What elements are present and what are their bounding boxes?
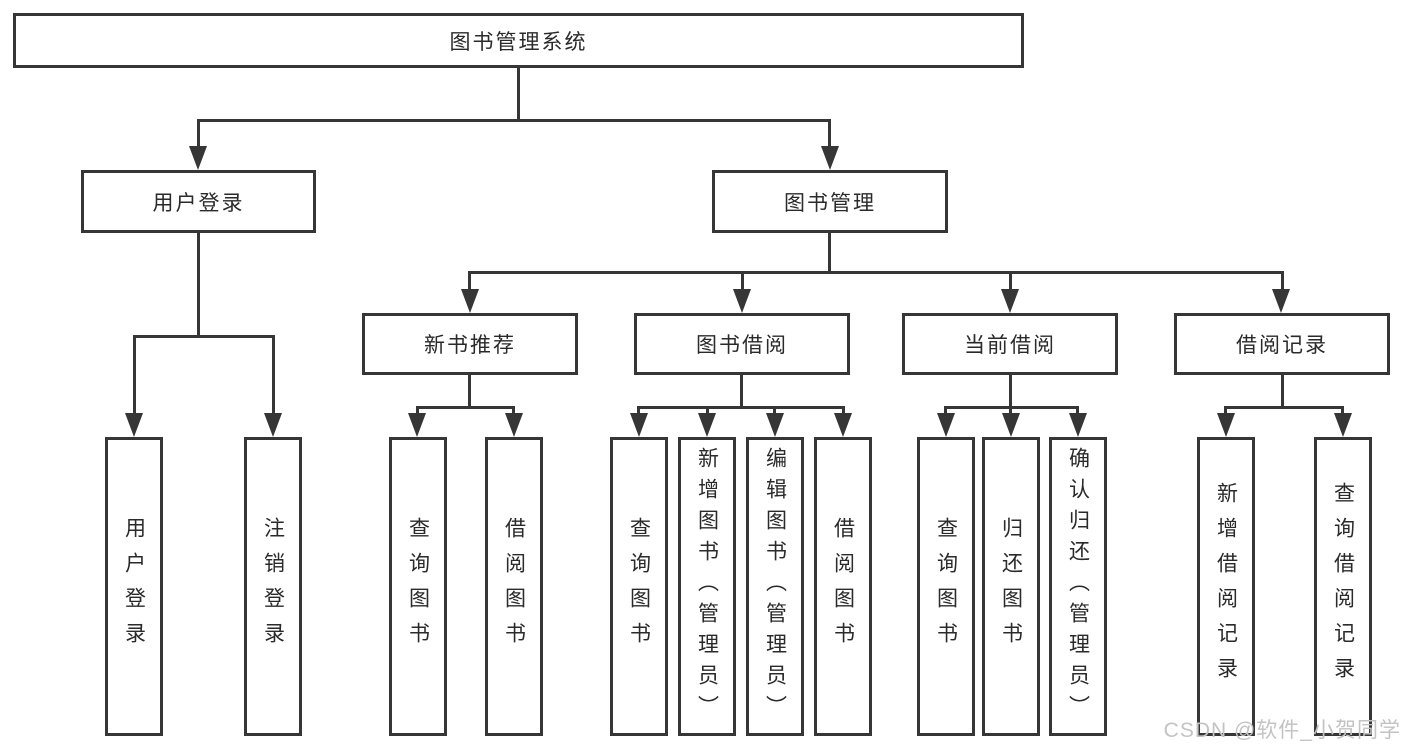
- connector-level2-horizontal: [468, 271, 1284, 274]
- leaf-add-book-admin-label: 新增图书（管理员）: [695, 447, 719, 726]
- leaf-edit-book-admin: 编辑图书（管理员）: [746, 437, 804, 736]
- node-borrow-records-label: 借阅记录: [1236, 334, 1328, 357]
- arrow-to-leaf-nb-query: [408, 413, 426, 437]
- leaf-query-borrow-record-label: 查询借阅记录: [1331, 481, 1355, 692]
- leaf-current-query-books-label: 查询图书: [934, 516, 958, 657]
- arrow-to-leaf-bw-borrow: [834, 413, 852, 437]
- connector-level1-horizontal: [197, 119, 831, 122]
- connector-book-borrow-horizontal: [637, 406, 844, 409]
- arrow-to-leaf-cu-return: [1002, 413, 1020, 437]
- leaf-logout: 注销登录: [244, 437, 302, 736]
- leaf-newbook-query-books: 查询图书: [389, 437, 447, 736]
- node-root: 图书管理系统: [13, 13, 1024, 68]
- connector-stub-logout: [272, 335, 275, 413]
- arrow-to-new-book: [461, 289, 479, 313]
- leaf-borrow-query-books-label: 查询图书: [627, 516, 651, 657]
- leaf-add-book-admin: 新增图书（管理员）: [678, 437, 736, 736]
- arrow-to-leaf-rc-query: [1334, 413, 1352, 437]
- leaf-borrow-books-label: 借阅图书: [831, 516, 855, 657]
- node-user-login-label: 用户登录: [152, 191, 245, 215]
- node-book-mgmt: 图书管理: [712, 170, 948, 233]
- leaf-confirm-return-admin: 确认归还（管理员）: [1049, 437, 1107, 736]
- leaf-add-borrow-record: 新增借阅记录: [1197, 437, 1255, 736]
- connector-stub-cu-query: [944, 406, 947, 413]
- connector-stub-nb-query: [416, 406, 419, 413]
- connector-stub-user-login: [197, 119, 200, 146]
- connector-stub-bw-add: [706, 406, 709, 413]
- node-new-book-recommend: 新书推荐: [362, 313, 578, 375]
- arrow-to-leaf-cu-confirm: [1069, 413, 1087, 437]
- node-book-borrow: 图书借阅: [634, 313, 850, 375]
- arrow-to-leaf-bw-edit: [766, 413, 784, 437]
- leaf-newbook-query-books-label: 查询图书: [406, 516, 430, 657]
- leaf-current-query-books: 查询图书: [917, 437, 975, 736]
- leaf-user-login-label: 用户登录: [122, 516, 146, 657]
- connector-user-login-vertical: [197, 233, 200, 335]
- arrow-to-leaf-login: [125, 413, 143, 437]
- leaf-edit-book-admin-label: 编辑图书（管理员）: [763, 447, 787, 726]
- node-book-mgmt-label: 图书管理: [784, 191, 876, 215]
- arrow-to-leaf-bw-add: [698, 413, 716, 437]
- arrow-to-leaf-rc-add: [1217, 413, 1235, 437]
- connector-stub-current-borrow: [1009, 271, 1012, 289]
- arrow-to-book-mgmt: [821, 146, 839, 170]
- connector-stub-cu-return: [1009, 406, 1012, 413]
- leaf-add-borrow-record-label: 新增借阅记录: [1214, 481, 1238, 692]
- leaf-return-books: 归还图书: [982, 437, 1040, 736]
- arrow-to-leaf-cu-query: [937, 413, 955, 437]
- leaf-user-login: 用户登录: [105, 437, 163, 736]
- connector-book-mgmt-vertical: [828, 233, 831, 271]
- node-user-login: 用户登录: [81, 170, 316, 233]
- arrow-to-current-borrow: [1001, 289, 1019, 313]
- connector-root-vertical: [517, 68, 520, 119]
- node-book-borrow-label: 图书借阅: [696, 334, 788, 357]
- connector-records-horizontal: [1224, 406, 1344, 409]
- leaf-logout-label: 注销登录: [261, 516, 285, 657]
- arrow-to-leaf-bw-query: [630, 413, 648, 437]
- connector-stub-bw-query: [637, 406, 640, 413]
- connector-stub-new-book: [468, 271, 471, 289]
- connector-stub-book-mgmt: [828, 119, 831, 146]
- connector-stub-bw-borrow: [842, 406, 845, 413]
- connector-new-book-vertical: [468, 375, 471, 406]
- connector-stub-login: [133, 335, 136, 413]
- connector-stub-cu-confirm: [1076, 406, 1079, 413]
- arrow-to-borrow-records: [1272, 289, 1290, 313]
- leaf-borrow-books: 借阅图书: [814, 437, 872, 736]
- connector-user-login-horizontal: [133, 335, 275, 338]
- leaf-borrow-query-books: 查询图书: [610, 437, 668, 736]
- arrow-to-book-borrow: [733, 289, 751, 313]
- connector-new-book-horizontal: [416, 406, 515, 409]
- connector-stub-bw-edit: [773, 406, 776, 413]
- leaf-query-borrow-record: 查询借阅记录: [1314, 437, 1372, 736]
- watermark: CSDN @软件_小贺同学: [1163, 719, 1401, 742]
- leaf-confirm-return-admin-label: 确认归还（管理员）: [1066, 447, 1090, 726]
- connector-book-borrow-vertical: [740, 375, 743, 406]
- arrow-to-user-login: [189, 146, 207, 170]
- node-current-borrow: 当前借阅: [902, 313, 1118, 375]
- arrow-to-leaf-nb-borrow: [505, 413, 523, 437]
- leaf-newbook-borrow-books: 借阅图书: [485, 437, 543, 736]
- connector-stub-nb-borrow: [512, 406, 515, 413]
- connector-records-vertical: [1281, 375, 1284, 406]
- node-new-book-recommend-label: 新书推荐: [424, 334, 516, 357]
- leaf-newbook-borrow-books-label: 借阅图书: [502, 516, 526, 657]
- connector-stub-book-borrow: [741, 271, 744, 289]
- connector-stub-borrow-records: [1281, 271, 1284, 289]
- node-root-label: 图书管理系统: [449, 30, 588, 54]
- node-borrow-records: 借阅记录: [1174, 313, 1390, 375]
- arrow-to-leaf-logout: [264, 413, 282, 437]
- node-current-borrow-label: 当前借阅: [964, 334, 1056, 357]
- connector-stub-rc-add: [1224, 406, 1227, 413]
- leaf-return-books-label: 归还图书: [999, 516, 1023, 657]
- connector-current-vertical: [1009, 375, 1012, 406]
- connector-stub-rc-query: [1341, 406, 1344, 413]
